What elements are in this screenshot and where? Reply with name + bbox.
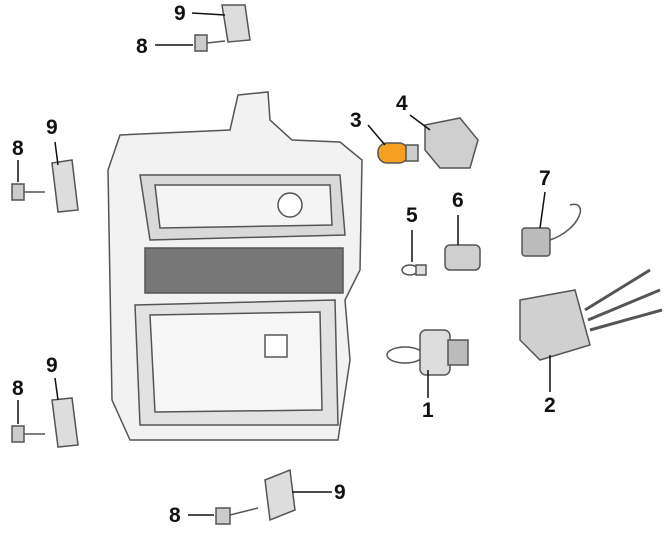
clip-screw-left-upper bbox=[11, 159, 79, 213]
callout-1: 1 bbox=[422, 399, 434, 422]
callout-6: 6 bbox=[452, 189, 464, 212]
bulb-socket-6 bbox=[444, 244, 481, 271]
amber-bulb bbox=[377, 142, 419, 164]
callout-4: 4 bbox=[396, 92, 408, 115]
callout-9: 9 bbox=[174, 2, 186, 25]
callout-9: 9 bbox=[46, 354, 58, 377]
clip-screw-left-lower bbox=[11, 397, 79, 448]
callout-8: 8 bbox=[169, 504, 181, 527]
callout-5: 5 bbox=[406, 204, 418, 227]
callout-8: 8 bbox=[12, 137, 24, 160]
callout-9: 9 bbox=[46, 116, 58, 139]
callout-8: 8 bbox=[136, 35, 148, 58]
connector-pigtail-7 bbox=[521, 203, 581, 257]
callout-8: 8 bbox=[12, 377, 24, 400]
headlamp-assembly bbox=[107, 91, 363, 441]
callout-9: 9 bbox=[334, 481, 346, 504]
bulb-socket-4 bbox=[424, 117, 479, 169]
callout-3: 3 bbox=[350, 109, 362, 132]
connector-2 bbox=[519, 268, 663, 361]
clip-screw-bottom bbox=[215, 468, 296, 525]
small-bulb-5 bbox=[401, 264, 427, 276]
callout-2: 2 bbox=[544, 394, 556, 417]
halogen-bulb-1 bbox=[386, 329, 469, 376]
leader-lines bbox=[17, 12, 551, 516]
clip-screw-top bbox=[194, 4, 251, 52]
callout-7: 7 bbox=[539, 167, 551, 190]
